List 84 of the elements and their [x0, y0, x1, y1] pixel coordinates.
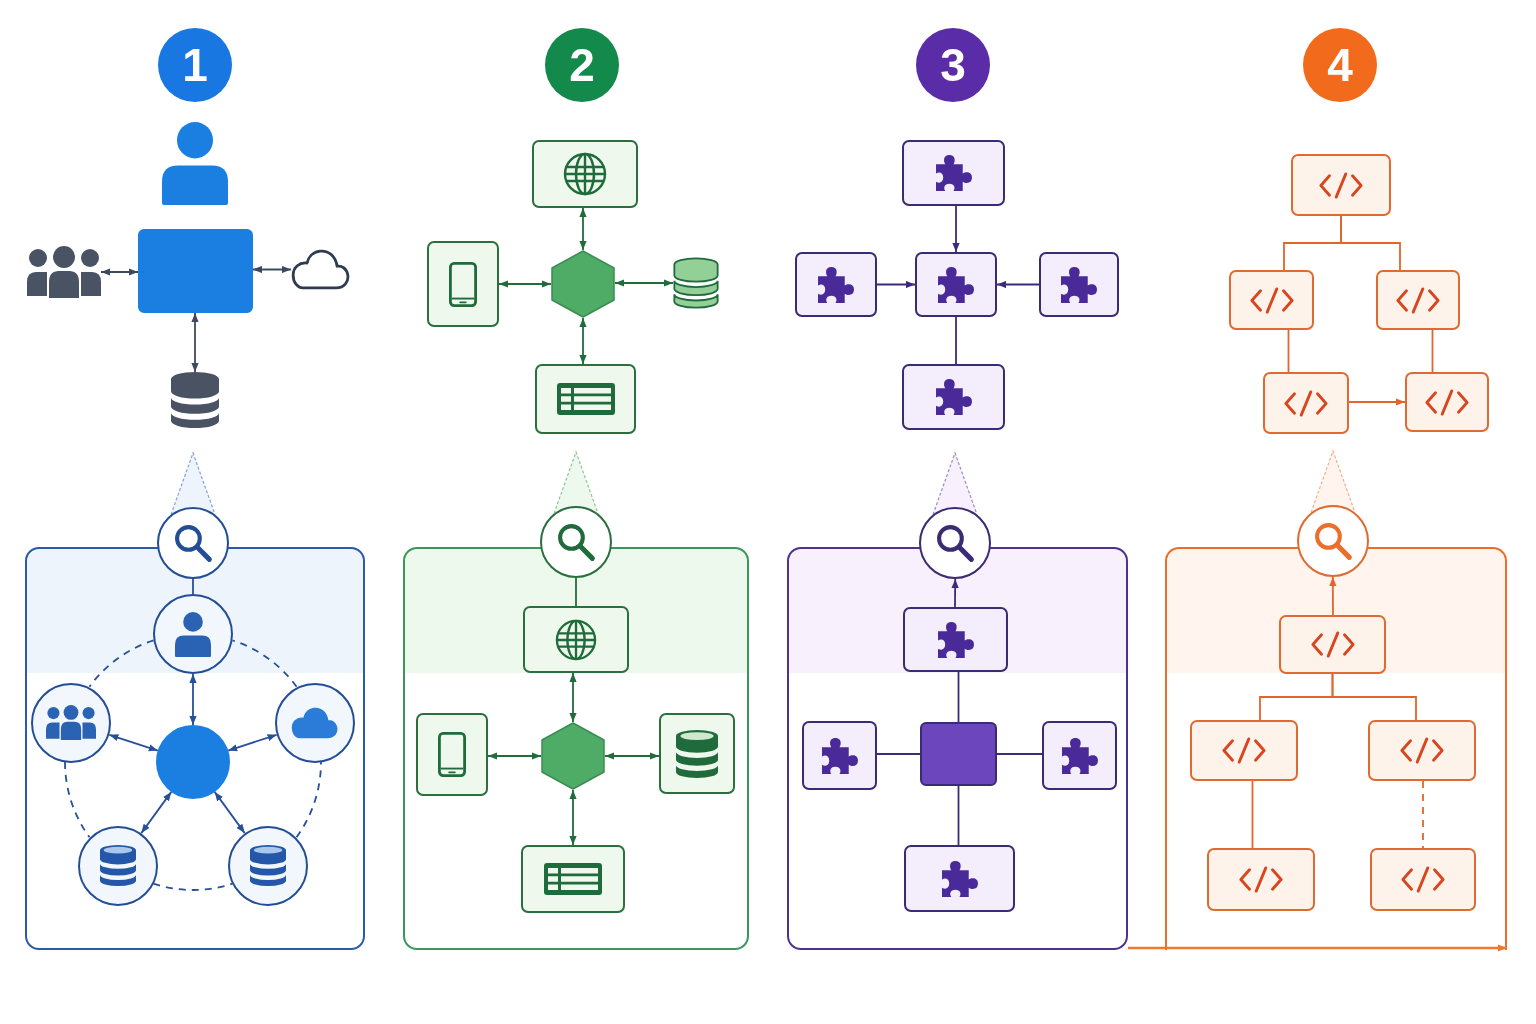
- connector-line: [1431, 329, 1434, 373]
- dashed-line: [295, 761, 322, 839]
- connector-line: [957, 785, 960, 846]
- detail-panel: [403, 547, 749, 950]
- double-arrow: [579, 317, 587, 365]
- double-arrow: [191, 312, 199, 373]
- double-arrow: [569, 789, 577, 846]
- step-number: 1: [158, 28, 232, 102]
- connector-line: [575, 577, 577, 607]
- module-card: [1039, 252, 1119, 317]
- database-icon: [673, 257, 719, 309]
- arrow: [951, 578, 959, 608]
- module-card: [795, 252, 877, 317]
- connector-line: [996, 753, 1043, 755]
- dashed-line: [64, 761, 91, 839]
- database-icon: [171, 372, 219, 428]
- connector-line: [876, 753, 921, 755]
- cloud-icon: [291, 249, 351, 290]
- database-card: [659, 713, 735, 794]
- connector-line: [1340, 215, 1401, 271]
- arrow: [1348, 398, 1406, 406]
- double-arrow: [227, 733, 278, 752]
- double-arrow: [579, 207, 587, 251]
- module-card: [802, 721, 877, 790]
- code-card: [1279, 615, 1386, 674]
- web-card: [532, 140, 638, 208]
- arrow: [1329, 576, 1337, 616]
- step-number: 3: [916, 28, 990, 102]
- arrow: [996, 280, 1040, 289]
- connector-line: [1287, 329, 1290, 373]
- code-card: [1405, 372, 1489, 432]
- double-arrow: [140, 791, 173, 834]
- detail-panel: [1165, 547, 1507, 950]
- group-icon: [27, 246, 101, 298]
- double-arrow: [213, 791, 246, 834]
- code-card: [1190, 720, 1298, 781]
- double-arrow: [569, 672, 577, 723]
- mobile-card: [427, 241, 499, 327]
- detail-panel: [787, 547, 1128, 950]
- module-card: [903, 607, 1008, 672]
- connector-line: [955, 316, 957, 365]
- code-card: [1376, 270, 1460, 330]
- table-card: [535, 364, 636, 434]
- table-card: [521, 845, 625, 913]
- double-arrow: [604, 752, 660, 760]
- code-card: [1229, 270, 1314, 330]
- code-card: [1207, 848, 1315, 911]
- connector-line: [957, 671, 960, 723]
- module-card: [904, 845, 1015, 912]
- code-card: [1368, 720, 1476, 781]
- core-square: [920, 722, 997, 786]
- arrow: [952, 205, 960, 253]
- core-block: [138, 229, 253, 313]
- code-card: [1370, 848, 1476, 911]
- hub-hexagon: [541, 722, 605, 790]
- double-arrow: [498, 280, 552, 288]
- person-icon: [162, 122, 228, 205]
- module-card: [902, 140, 1005, 206]
- connector-line: [1331, 673, 1417, 721]
- step-number: 2: [545, 28, 619, 102]
- dashed-line: [152, 882, 234, 891]
- code-card: [1291, 154, 1391, 216]
- double-arrow: [108, 733, 159, 752]
- arrow: [1128, 944, 1507, 952]
- connector-line: [1251, 780, 1254, 849]
- mobile-card: [416, 713, 488, 796]
- arrow: [876, 280, 916, 289]
- module-card: [915, 252, 997, 317]
- dashed-line: [88, 639, 155, 688]
- dashed-line: [231, 639, 298, 688]
- double-arrow: [487, 752, 542, 760]
- double-arrow: [100, 268, 139, 276]
- web-card: [523, 606, 629, 673]
- dashed-line: [1422, 780, 1424, 849]
- step-number: 4: [1303, 28, 1377, 102]
- connector-line: [192, 578, 194, 595]
- hub-hexagon: [551, 250, 615, 318]
- double-arrow: [189, 673, 197, 726]
- double-arrow: [614, 279, 674, 287]
- double-arrow: [252, 265, 292, 274]
- code-card: [1263, 372, 1349, 434]
- module-card: [902, 364, 1005, 430]
- detail-panel: [25, 547, 365, 950]
- module-card: [1042, 721, 1117, 790]
